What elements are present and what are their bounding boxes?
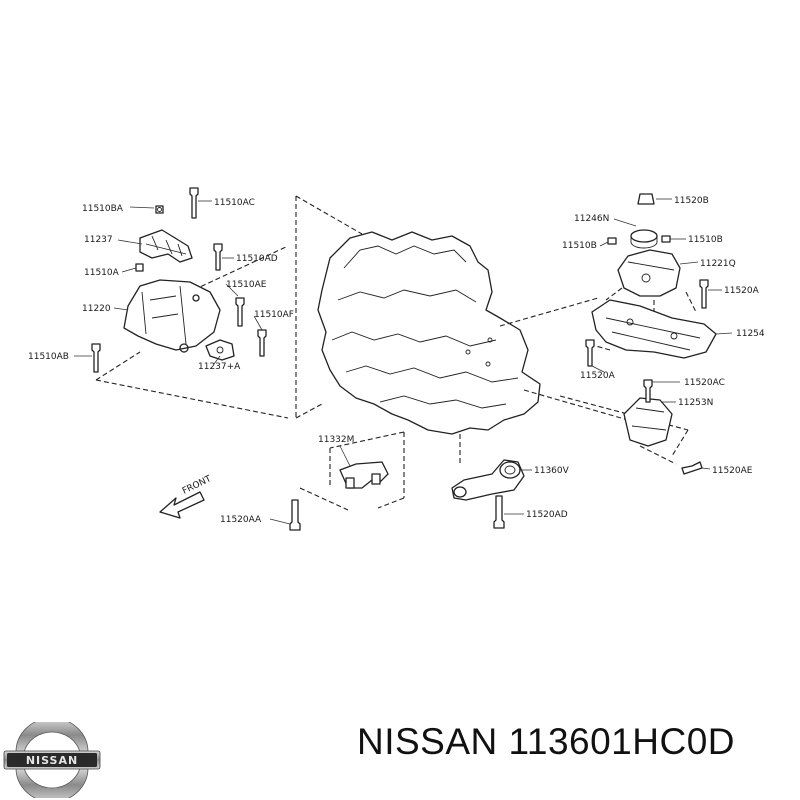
label-11520AD: 11520AD	[526, 510, 568, 520]
label-11510AE: 11510AE	[226, 280, 267, 290]
label-11510AF: 11510AF	[254, 310, 294, 320]
label-11253N: 11253N	[678, 398, 713, 408]
front-arrow: FRONT	[159, 474, 213, 519]
label-11332M: 11332M	[318, 435, 354, 445]
label-11510AB: 11510AB	[28, 352, 69, 362]
label-11510AD: 11510AD	[236, 254, 278, 264]
label-11520AE: 11520AE	[712, 466, 753, 476]
label-11510AC-top: 11510AC	[214, 198, 255, 208]
label-11520AA: 11520AA	[220, 515, 262, 525]
label-11510B-left: 11510B	[562, 241, 597, 251]
label-11520B: 11520B	[674, 196, 709, 206]
nissan-logo: NISSAN	[3, 722, 101, 798]
left-mount-assembly	[91, 187, 267, 373]
label-11520A-lower: 11520A	[580, 371, 616, 381]
label-11221Q: 11221Q	[700, 259, 736, 269]
label-11510A: 11510A	[84, 268, 120, 278]
label-11520AC: 11520AC	[684, 378, 725, 388]
lower-mount-assembly	[289, 459, 525, 531]
label-11510BA: 11510BA	[82, 204, 124, 214]
label-11237: 11237	[84, 235, 113, 245]
label-11360V: 11360V	[534, 466, 570, 476]
part-labels: 11510BA 11510AC 11237 11510AD 11510A 115…	[28, 196, 765, 525]
engine-block	[317, 231, 541, 435]
label-11237A: 11237+A	[198, 362, 241, 372]
label-11520A-right: 11520A	[724, 286, 760, 296]
part-number-caption: NISSAN 113601HC0D	[357, 721, 735, 762]
label-11510B-right: 11510B	[688, 235, 723, 245]
right-mount-assembly	[585, 193, 717, 475]
leader-lines	[74, 198, 733, 525]
label-11220: 11220	[82, 304, 111, 314]
label-11254: 11254	[736, 329, 765, 339]
label-11246N: 11246N	[574, 214, 609, 224]
logo-text: NISSAN	[26, 754, 78, 767]
